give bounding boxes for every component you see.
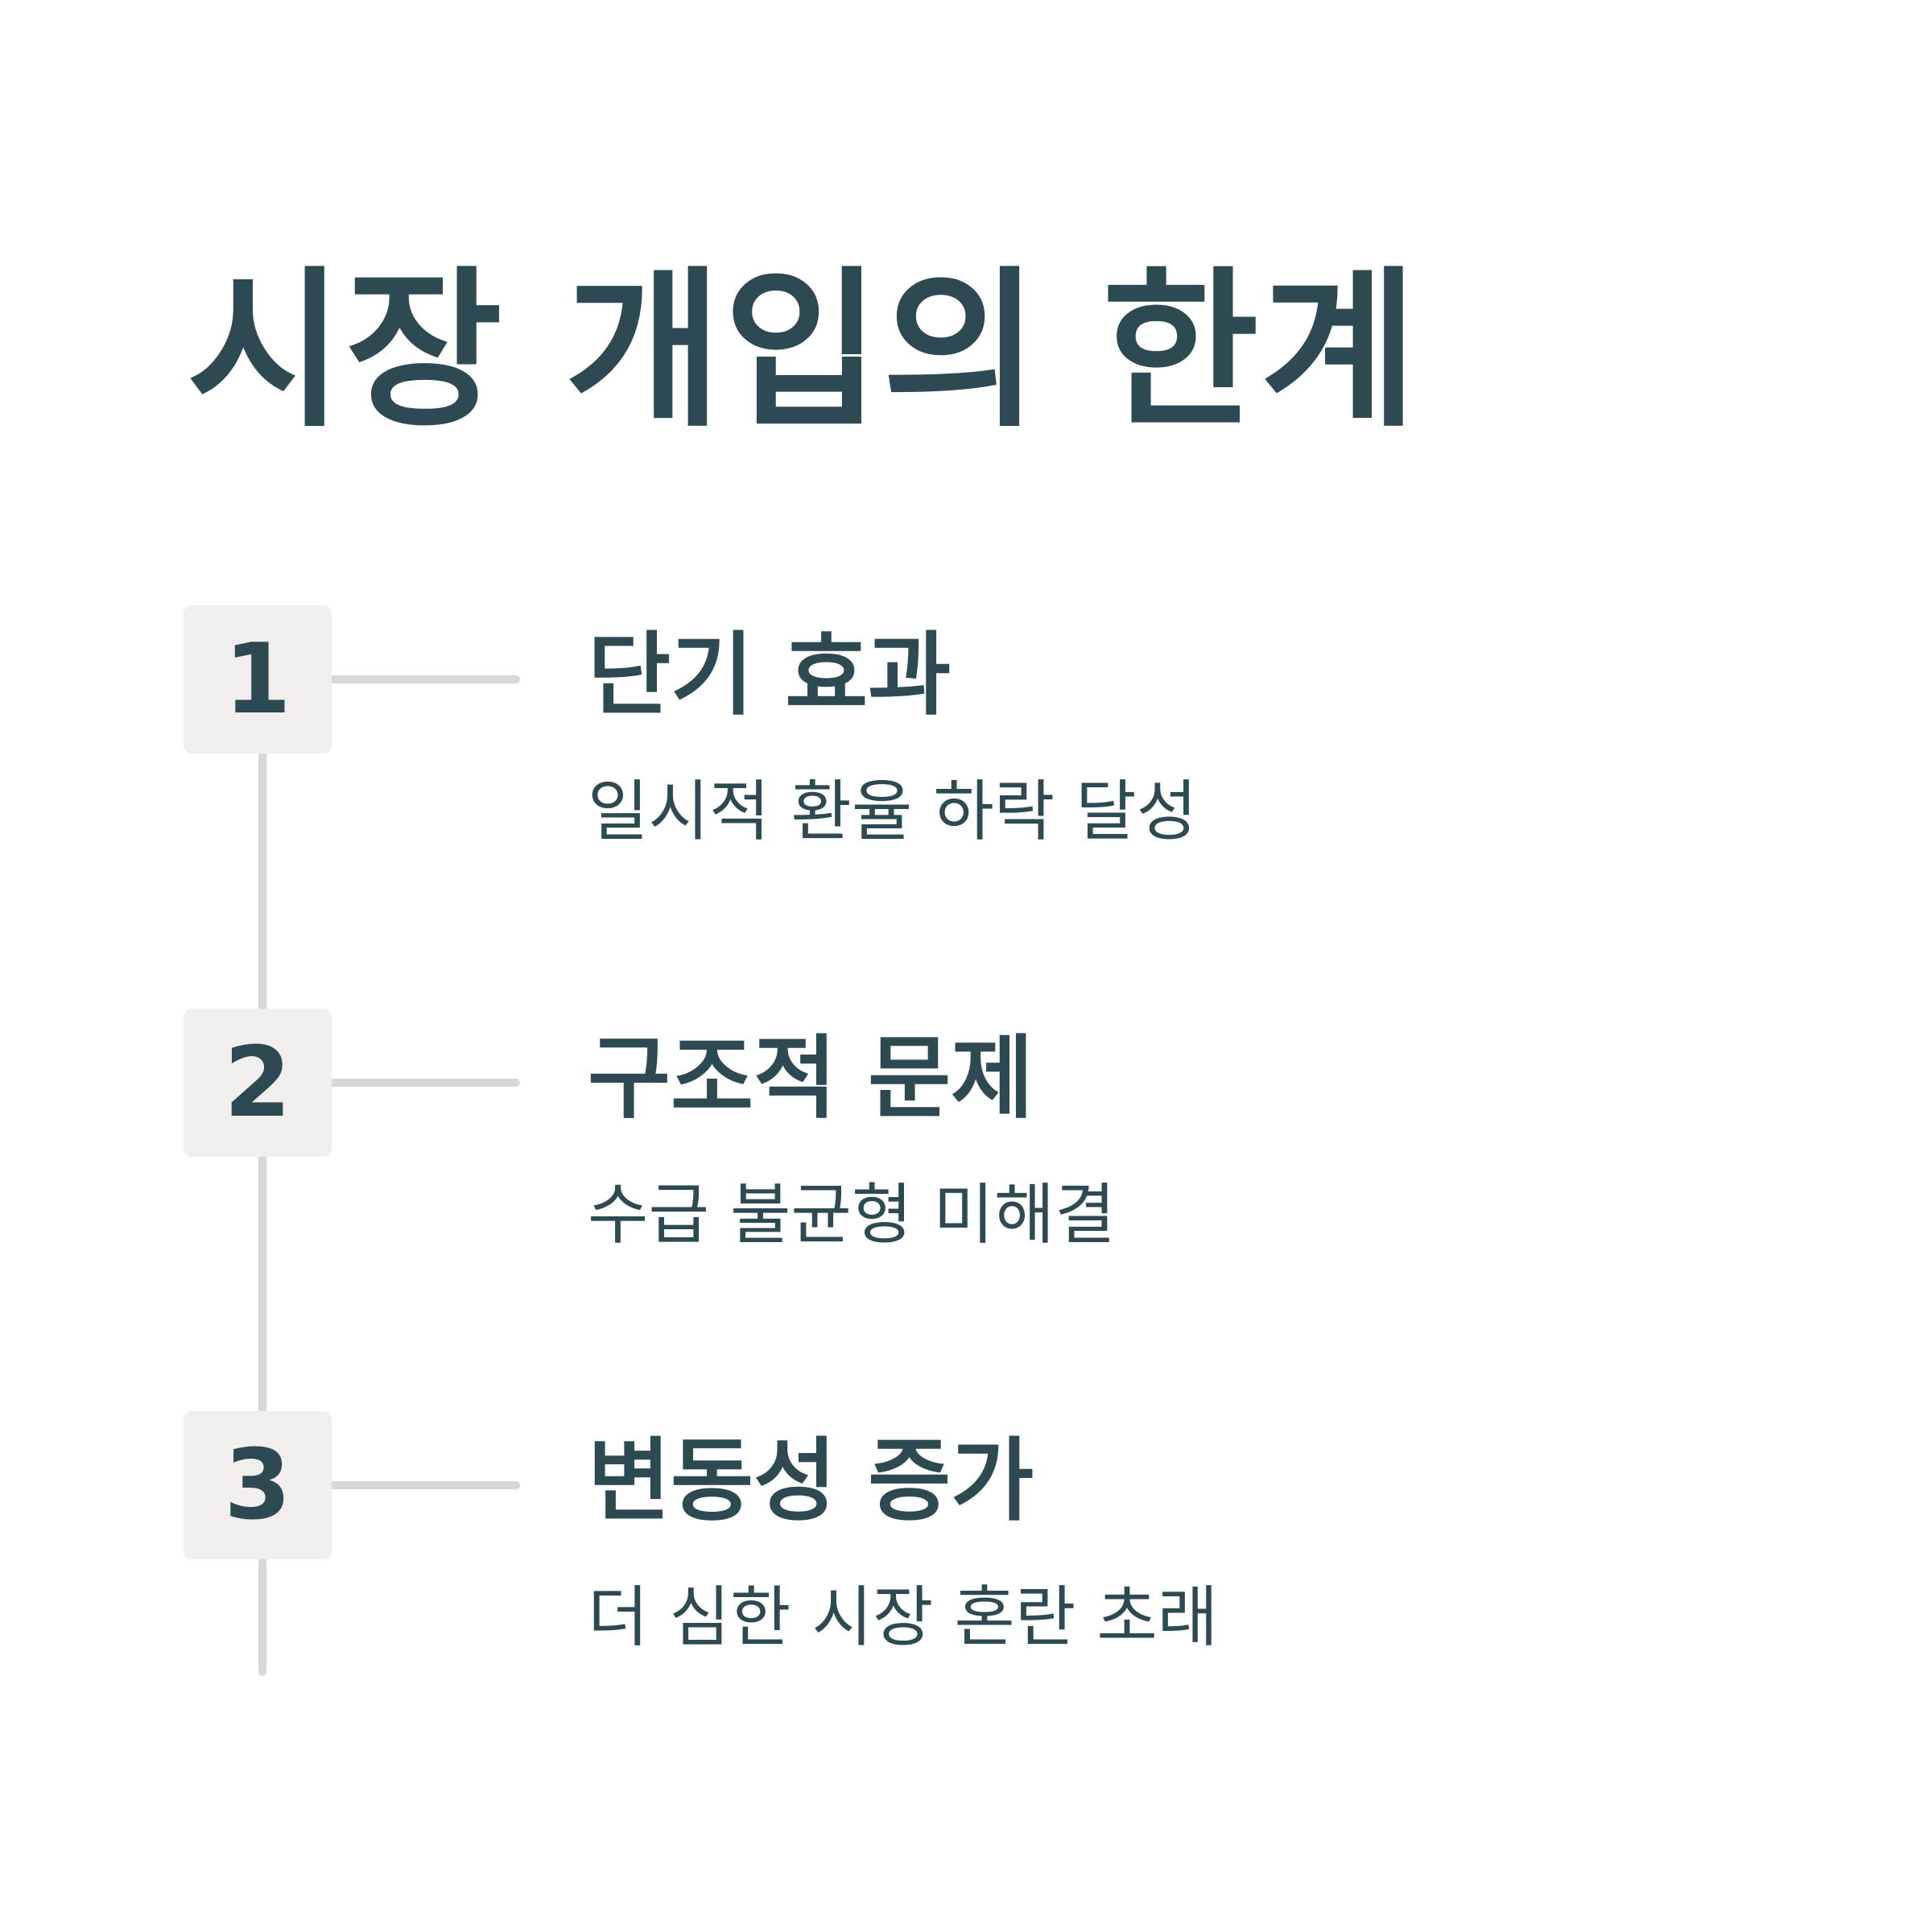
page-title: 시장 개입의 한계 xyxy=(187,251,1419,450)
step-description: 더 심한 시장 혼란 초래 xyxy=(588,1579,1219,1656)
timeline-step-1: 1 단기 효과 일시적 환율 하락 달성 xyxy=(0,605,1932,863)
step-number-box: 1 xyxy=(184,605,332,753)
step-description: 수급 불균형 미해결 xyxy=(588,1177,1116,1253)
step-connector-line xyxy=(332,1079,520,1087)
step-heading: 변동성 증가 xyxy=(588,1429,1034,1534)
timeline-step-2: 2 구조적 문제 수급 불균형 미해결 xyxy=(0,1009,1932,1266)
step-heading: 단기 효과 xyxy=(588,623,952,728)
step-heading: 구조적 문제 xyxy=(588,1026,1034,1131)
step-number-box: 3 xyxy=(184,1411,332,1559)
timeline-vertical-line xyxy=(258,749,266,1676)
step-description: 일시적 환율 하락 달성 xyxy=(588,774,1198,850)
step-connector-line xyxy=(332,675,520,683)
step-connector-line xyxy=(332,1481,520,1489)
timeline-step-3: 3 변동성 증가 더 심한 시장 혼란 초래 xyxy=(0,1411,1932,1669)
step-number-box: 2 xyxy=(184,1009,332,1157)
